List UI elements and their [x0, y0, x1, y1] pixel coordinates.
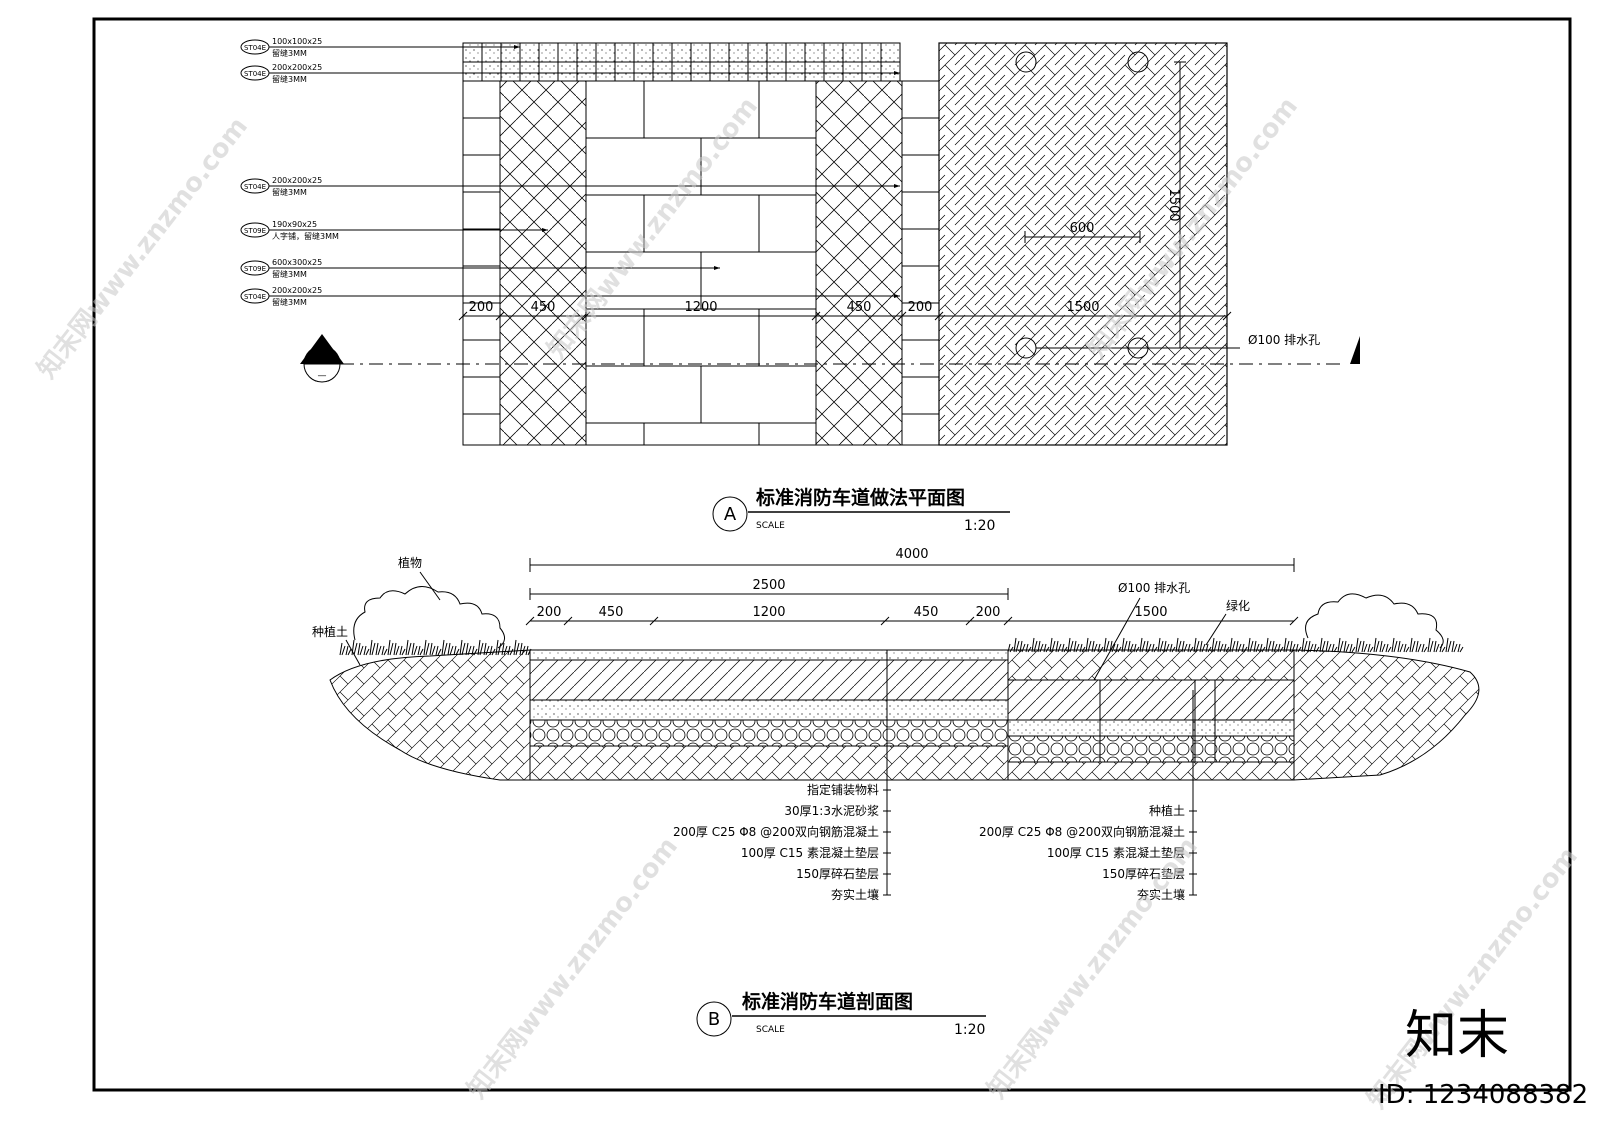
section-mark-sub: —	[318, 371, 327, 381]
callout-note: 留缝3MM	[272, 48, 307, 58]
layer-label: 指定铺装物料	[807, 782, 879, 797]
watermark-brand: 知末	[1405, 1006, 1509, 1066]
layer-label: 种植土	[1149, 803, 1185, 818]
callout-code: ST09E	[244, 265, 266, 273]
layer-label: 200厚 C25 Φ8 @200双向钢筋混凝土	[673, 824, 879, 839]
section-label-plant: 植物	[398, 555, 422, 570]
section-scale-label: SCALE	[756, 1025, 785, 1035]
callout-size: 100x100x25	[272, 37, 322, 46]
plan-dim-1: 450	[531, 300, 556, 315]
plan-dim-0: 200	[469, 300, 494, 315]
callout-note: 人字铺，留缝3MM	[272, 231, 339, 241]
section-label-soil: 种植土	[312, 624, 348, 639]
section-dim-total: 4000	[895, 547, 928, 562]
watermark-site-5: 知末网www.znzmo.com	[982, 832, 1204, 1104]
callout-note: 留缝3MM	[272, 297, 307, 307]
layer-label: 200厚 C25 Φ8 @200双向钢筋混凝土	[979, 824, 1185, 839]
section-label-green: 绿化	[1226, 598, 1250, 613]
layer-label: 夯实土壤	[1137, 887, 1185, 902]
watermark: 知末网www.znzmo.com 知末网www.znzmo.com 知末网www…	[32, 92, 1588, 1114]
watermark-site-6: 知末网www.znzmo.com	[1362, 842, 1584, 1114]
section-dim-1: 450	[599, 605, 624, 620]
callout-code: ST04E	[244, 44, 266, 52]
plan-dim-4: 200	[908, 300, 933, 315]
plan-title: 标准消防车道做法平面图	[756, 486, 965, 509]
layer-label: 夯实土壤	[831, 887, 879, 902]
callout-note: 留缝3MM	[272, 187, 307, 197]
layer-label: 150厚碎石垫层	[1102, 866, 1185, 881]
watermark-site-4: 知末网www.znzmo.com	[462, 832, 684, 1104]
section-dim-2: 1200	[752, 605, 785, 620]
plan-circle-label: A	[724, 504, 737, 525]
plan-dim-2: 1200	[684, 300, 717, 315]
callout-size: 200x200x25	[272, 63, 322, 72]
sheet-border	[92, 17, 1572, 1092]
section-mark-sheet: LD	[326, 353, 338, 363]
callout-size: 190x90x25	[272, 220, 317, 229]
section-circle-label: B	[708, 1009, 720, 1030]
section-view: 4000 2500 200 450 1200 450 200 1500	[312, 547, 1480, 1038]
plan-dim-5: 1500	[1066, 300, 1099, 315]
plan-view: 600 1500 200 450 1200 450 200 1500 B LD …	[240, 37, 1360, 534]
section-dim-road: 2500	[752, 578, 785, 593]
plan-scale-value: 1:20	[964, 518, 995, 534]
callout-code: ST09E	[244, 227, 266, 235]
section-dim-0: 200	[537, 605, 562, 620]
plan-dim-grid: 600	[1070, 221, 1095, 236]
plan-scale-label: SCALE	[756, 521, 785, 531]
callout-size: 600x300x25	[272, 258, 322, 267]
callout-size: 200x200x25	[272, 286, 322, 295]
layer-label: 150厚碎石垫层	[796, 866, 879, 881]
watermark-site-1: 知末网www.znzmo.com	[32, 112, 254, 384]
section-marker: B LD —	[300, 334, 344, 383]
section-dim-4: 200	[976, 605, 1001, 620]
section-dim-5: 1500	[1134, 605, 1167, 620]
section-label-drain: Ø100 排水孔	[1118, 581, 1190, 595]
callout-size: 200x200x25	[272, 176, 322, 185]
layer-label: 30厚1:3水泥砂浆	[784, 803, 879, 818]
plan-dim-3: 450	[847, 300, 872, 315]
callout-code: ST04E	[244, 70, 266, 78]
watermark-id: ID: 1234088382	[1378, 1080, 1588, 1110]
section-title: 标准消防车道剖面图	[742, 990, 913, 1013]
callout-note: 留缝3MM	[272, 74, 307, 84]
callout-code: ST04E	[244, 293, 266, 301]
layer-label: 100厚 C15 素混凝土垫层	[741, 845, 879, 860]
callout-code: ST04E	[244, 183, 266, 191]
section-scale-value: 1:20	[954, 1022, 985, 1038]
plan-drain-label: Ø100 排水孔	[1248, 333, 1320, 347]
layer-label: 100厚 C15 素混凝土垫层	[1047, 845, 1185, 860]
callout-note: 留缝3MM	[272, 269, 307, 279]
section-mark-letter: B	[311, 350, 319, 363]
plan-dim-vertical: 1500	[1166, 188, 1181, 221]
section-dim-3: 450	[914, 605, 939, 620]
